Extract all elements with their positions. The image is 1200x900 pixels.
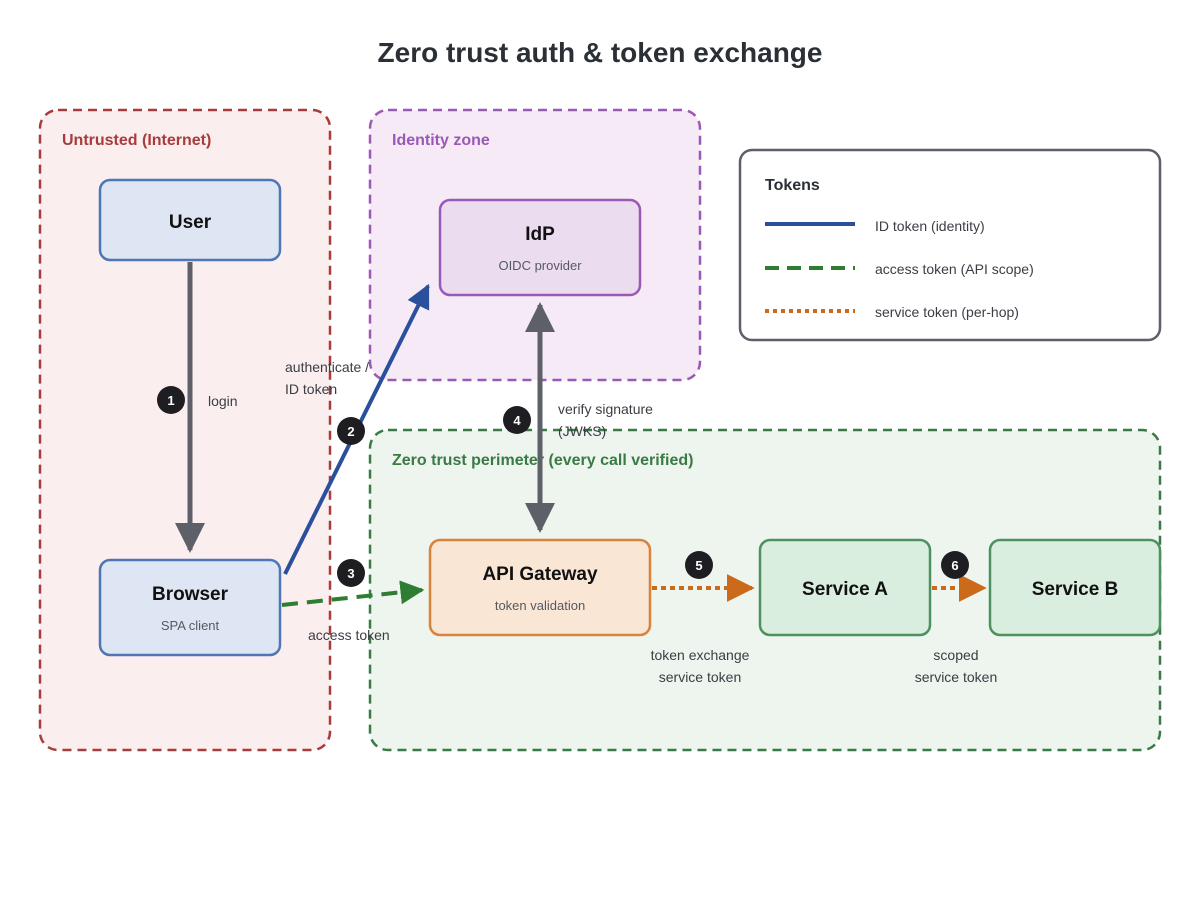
legend-title: Tokens: [765, 177, 820, 194]
edge-verify-label-line1: verify signature: [558, 401, 653, 417]
step-badge-3: 3: [337, 559, 365, 587]
node-user[interactable]: User: [98, 178, 282, 262]
diagram-title: Zero trust auth & token exchange: [378, 37, 823, 68]
node-browser-title: Browser: [152, 584, 229, 605]
step-badge-5-number: 5: [695, 558, 702, 573]
edge-verify-label-line2: (JWKS): [558, 423, 606, 439]
edge-scoped-label-line2: service token: [915, 669, 997, 685]
node-browser-sub: SPA client: [161, 618, 220, 633]
node-gateway[interactable]: API Gateway token validation: [428, 538, 652, 637]
edge-scoped-label-line1: scoped: [933, 647, 978, 663]
legend-item-service-token: service token (per-hop): [875, 304, 1019, 320]
step-badge-1-number: 1: [167, 393, 174, 408]
node-gateway-title: API Gateway: [482, 564, 598, 585]
node-service-b[interactable]: Service B: [988, 538, 1162, 637]
edge-access-label: access token: [308, 627, 390, 643]
step-badge-2-number: 2: [347, 424, 354, 439]
step-badge-5: 5: [685, 551, 713, 579]
step-badge-1: 1: [157, 386, 185, 414]
edge-authenticate-label-line1: authenticate /: [285, 359, 369, 375]
zone-perimeter-label: Zero trust perimeter (every call verifie…: [392, 452, 693, 469]
node-service-a[interactable]: Service A: [758, 538, 932, 637]
legend-item-id-token: ID token (identity): [875, 218, 985, 234]
step-badge-3-number: 3: [347, 566, 354, 581]
step-badge-6-number: 6: [951, 558, 958, 573]
step-badge-2: 2: [337, 417, 365, 445]
node-service-b-title: Service B: [1032, 579, 1119, 600]
zone-untrusted-label: Untrusted (Internet): [62, 132, 211, 149]
edge-authenticate-label-line2: ID token: [285, 381, 337, 397]
node-user-title: User: [169, 212, 212, 233]
node-idp[interactable]: IdP OIDC provider: [438, 198, 642, 297]
edge-exchange-label-line1: token exchange: [651, 647, 750, 663]
edge-exchange-label-line2: service token: [659, 669, 741, 685]
node-browser[interactable]: Browser SPA client: [98, 558, 282, 657]
zone-identity-label: Identity zone: [392, 132, 490, 149]
node-service-a-title: Service A: [802, 579, 888, 600]
legend-item-access-token: access token (API scope): [875, 261, 1034, 277]
node-gateway-sub: token validation: [495, 598, 585, 613]
edge-login-label: login: [208, 393, 238, 409]
step-badge-4: 4: [503, 406, 531, 434]
node-idp-sub: OIDC provider: [498, 258, 582, 273]
step-badge-4-number: 4: [513, 413, 521, 428]
legend: Tokens ID token (identity) access token …: [738, 148, 1162, 342]
step-badge-6: 6: [941, 551, 969, 579]
node-idp-title: IdP: [525, 224, 555, 245]
